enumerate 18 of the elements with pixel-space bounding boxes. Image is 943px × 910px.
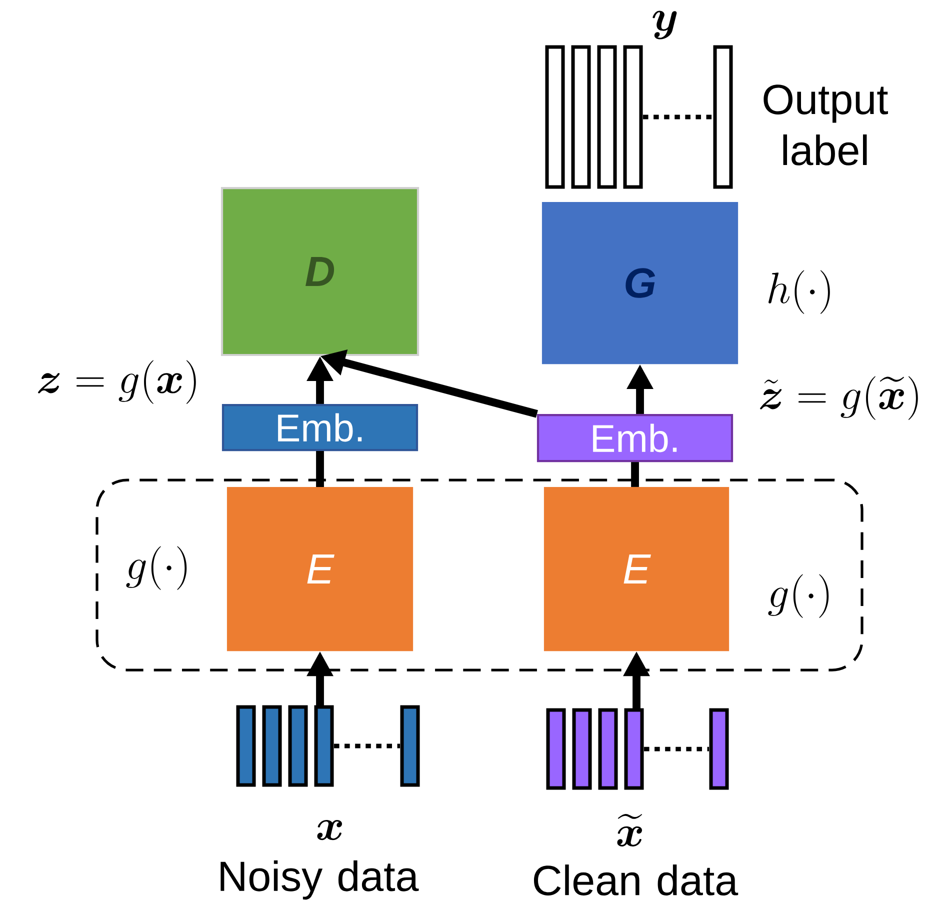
- discriminator-box: D: [220, 186, 420, 356]
- generator-box: G: [542, 202, 738, 364]
- vector-caption: Noisy data: [220, 860, 419, 900]
- vector-symbol: $\widetilde{\boldsymbol{x}}$: [617, 814, 642, 846]
- vector-symbol: $\boldsymbol{x}$: [317, 820, 342, 840]
- embedding-box: Emb.: [222, 404, 418, 452]
- vector-drawing: [236, 705, 420, 787]
- vector-drawing: [545, 45, 733, 189]
- math-label: $h(\cdot)$: [768, 270, 830, 314]
- encoder-box: E: [226, 486, 414, 652]
- vector-symbol: $\boldsymbol{y}$: [652, 10, 677, 40]
- encoder-box: E: [544, 486, 730, 652]
- math-label: $\tilde{\boldsymbol{z}} = g(\widetilde{\boldsymbol{x}})$: [760, 376, 918, 420]
- vector-caption: Output label: [764, 84, 888, 166]
- vector-drawing: [546, 708, 729, 790]
- embedding-box: Emb.: [536, 414, 734, 462]
- vector-caption: Clean data: [534, 864, 738, 896]
- math-label: $\boldsymbol{z} = g(\boldsymbol{x})$: [38, 360, 196, 404]
